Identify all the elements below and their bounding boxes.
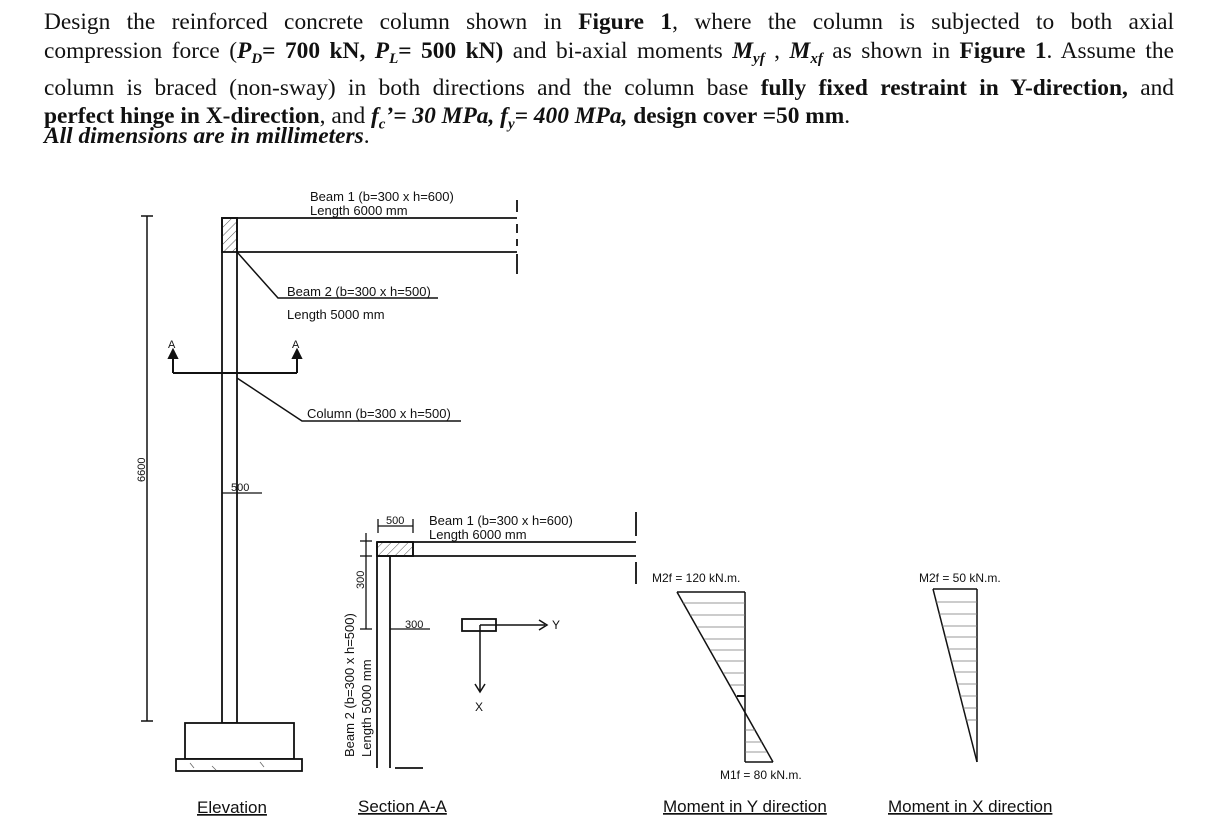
axis-y-label: Y bbox=[552, 618, 560, 632]
elevation-caption: Elevation bbox=[197, 798, 267, 817]
moment-y-caption: Moment in Y direction bbox=[663, 797, 827, 816]
section-vertical-dimension bbox=[360, 533, 372, 630]
moment-x-top-label: M2f = 50 kN.m. bbox=[919, 571, 1001, 585]
beam-2-label-line-2: Length 5000 mm bbox=[287, 307, 385, 322]
section-caption: Section A-A bbox=[358, 797, 447, 816]
moment-y-hatch bbox=[683, 602, 767, 753]
beam-2-leader bbox=[236, 251, 438, 299]
moment-y-top-label: M2f = 120 kN.m. bbox=[652, 571, 740, 585]
moment-x-hatch bbox=[936, 601, 977, 721]
beam-1-elevation bbox=[237, 200, 518, 274]
section-beam-2-label-line-2: Length 5000 mm bbox=[359, 659, 374, 757]
section-mark-left: A bbox=[168, 339, 176, 351]
problem-line-3: column is braced (non-sway) in both dire… bbox=[44, 74, 1174, 101]
section-a-a-view bbox=[360, 512, 637, 769]
column-width-label: 500 bbox=[231, 482, 249, 494]
section-cut-line bbox=[167, 347, 303, 374]
moment-y-bottom-label: M1f = 80 kN.m. bbox=[720, 768, 802, 782]
elevation-labels: Beam 1 (b=300 x h=600) Length 6000 mm Be… bbox=[136, 189, 454, 817]
section-300-horizontal-label: 300 bbox=[405, 619, 423, 631]
height-dimension-label: 6600 bbox=[136, 458, 148, 482]
column-leader bbox=[236, 377, 461, 422]
moment-y-labels: M2f = 120 kN.m. M1f = 80 kN.m. Moment in… bbox=[652, 571, 827, 816]
beam-2-label-line-1: Beam 2 (b=300 x h=500) bbox=[287, 284, 431, 299]
dimensions-note: All dimensions are in millimeters. bbox=[44, 123, 370, 149]
figure-ref: Figure 1 bbox=[578, 9, 673, 35]
footing-base bbox=[175, 758, 303, 772]
moment-x-labels: M2f = 50 kN.m. Moment in X direction bbox=[888, 571, 1052, 816]
column-elevation bbox=[221, 217, 238, 724]
problem-line-2: compression force (PD= 700 kN, PL= 500 k… bbox=[44, 37, 1174, 68]
figure-ref: Figure 1 bbox=[959, 37, 1047, 64]
section-beam-1-label-line-2: Length 6000 mm bbox=[429, 527, 527, 542]
section-mark-right: A bbox=[292, 339, 300, 351]
section-top-dimension-label: 500 bbox=[386, 515, 404, 527]
fixed-restraint-text: fully fixed restraint in Y-direction, bbox=[760, 74, 1128, 101]
beam-1-label-line-2: Length 6000 mm bbox=[310, 203, 408, 218]
beam-1-label-line-1: Beam 1 (b=300 x h=600) bbox=[310, 189, 454, 204]
height-dimension bbox=[141, 215, 153, 722]
moment-y-diagram bbox=[676, 591, 774, 763]
hinge-text: perfect hinge in X-direction bbox=[44, 103, 320, 130]
footing bbox=[184, 722, 295, 760]
moment-x-diagram bbox=[932, 588, 978, 763]
elevation-view bbox=[141, 200, 518, 772]
section-beam-1-label-line-1: Beam 1 (b=300 x h=600) bbox=[429, 513, 573, 528]
section-300-vertical-label: 300 bbox=[355, 571, 367, 589]
section-top-dimension bbox=[377, 519, 414, 533]
axis-x-label: X bbox=[475, 700, 483, 714]
section-joint bbox=[376, 541, 414, 557]
problem-line-1: Design the reinforced concrete column sh… bbox=[44, 9, 1174, 35]
moment-x-caption: Moment in X direction bbox=[888, 797, 1052, 816]
problem-statement: Design the reinforced concrete column sh… bbox=[44, 8, 1174, 140]
ground-hatch bbox=[189, 761, 265, 771]
section-beam-2-label-line-1: Beam 2 (b=300 x h=500) bbox=[342, 613, 357, 757]
beam-column-joint bbox=[221, 217, 238, 253]
problem-line-4: perfect hinge in X-direction, and fc’= 3… bbox=[44, 103, 851, 134]
column-label: Column (b=300 x h=500) bbox=[307, 406, 451, 421]
section-labels: 500 Beam 1 (b=300 x h=600) Length 6000 m… bbox=[342, 513, 573, 816]
